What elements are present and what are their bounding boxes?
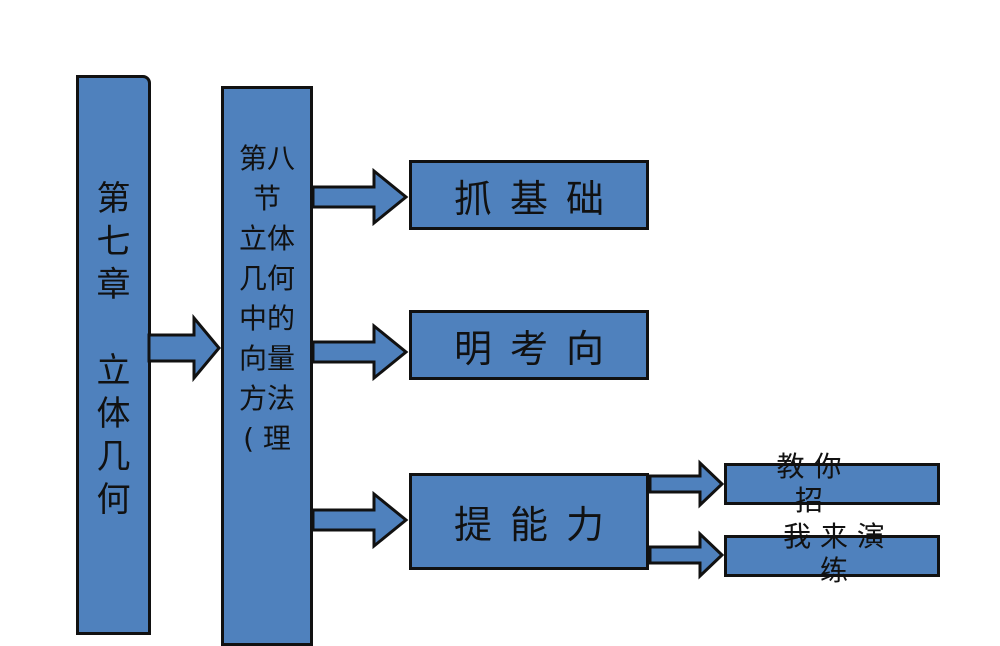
node-practice — [724, 535, 940, 577]
chapter-box: 第 七 章 立 体 几 何 — [76, 75, 151, 635]
node-exam-direction-label: 明考向 — [453, 326, 622, 371]
arrow-ability-to-practice — [648, 530, 725, 580]
chapter-title: 第 七 章 立 体 几 何 — [96, 179, 131, 520]
connector-arrows — [147, 167, 725, 580]
section-box: 第八 节 立体 几何 中的 向量 方法 ( 理 — [221, 86, 313, 646]
arrow-section-to-exam — [311, 322, 409, 382]
node-teach-tips — [724, 463, 940, 505]
section-title: 第八 节 立体 几何 中的 向量 方法 ( 理 — [238, 142, 295, 455]
node-practice-label: 我 来 演 练 — [783, 520, 885, 587]
node-exam-direction: 明考向 — [409, 310, 649, 380]
node-basics-label: 抓基础 — [453, 176, 622, 221]
arrow-ability-to-tips — [648, 459, 725, 509]
arrow-section-to-basics — [311, 167, 409, 227]
node-teach-tips-label: 教 你 招 — [776, 450, 842, 517]
node-basics: 抓基础 — [409, 160, 649, 230]
node-improve-ability: 提能力 — [409, 473, 649, 570]
arrow-chapter-to-section — [147, 313, 221, 383]
node-improve-ability-label: 提能力 — [453, 503, 622, 547]
arrow-section-to-ability — [311, 490, 409, 550]
